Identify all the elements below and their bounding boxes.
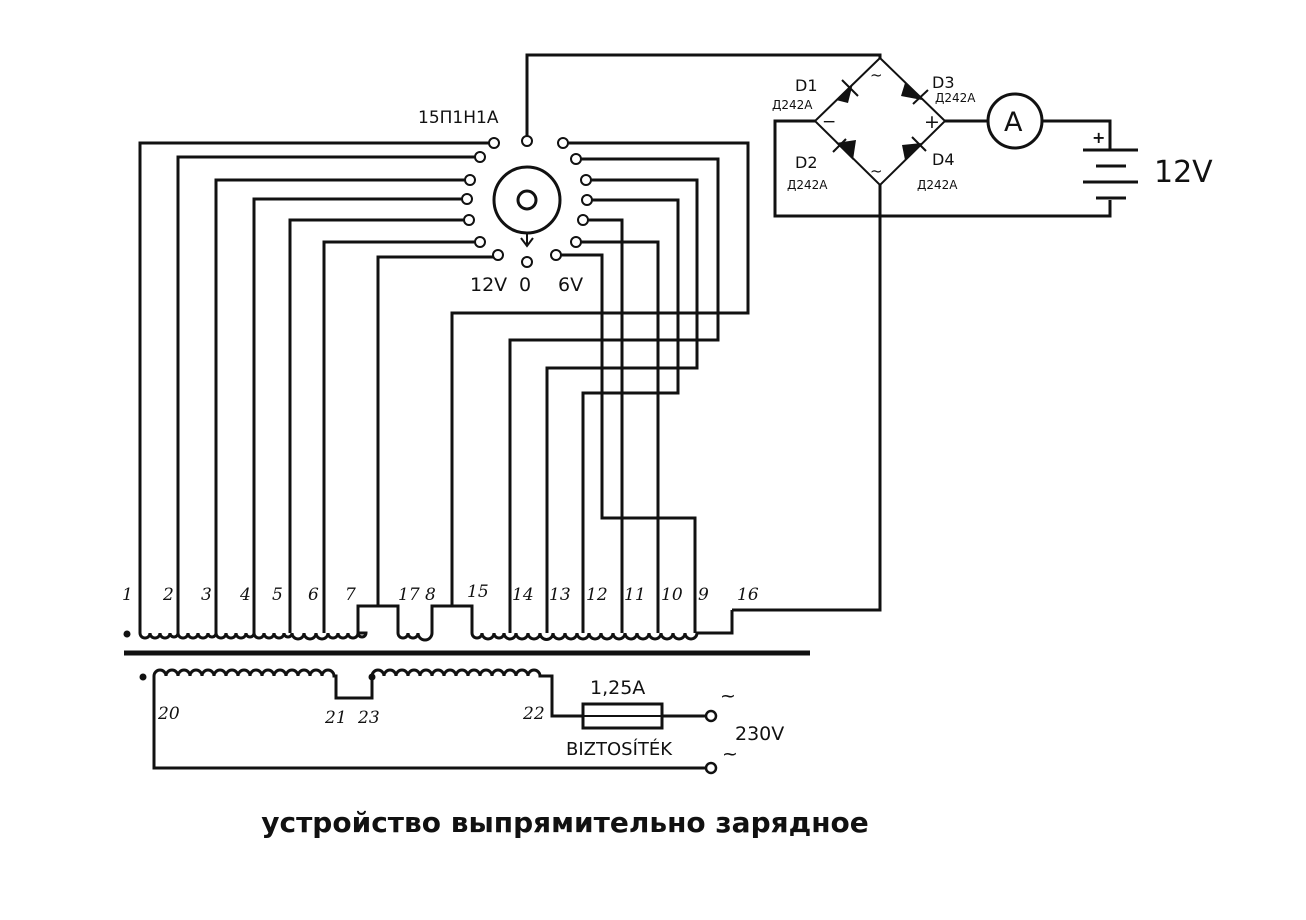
svg-text:5: 5: [272, 585, 283, 605]
svg-text:8: 8: [425, 585, 436, 605]
switch-pointer-icon: [520, 237, 534, 248]
switch-label: 15П1Н1А: [418, 108, 499, 128]
svg-text:D4: D4: [932, 150, 955, 169]
svg-text:D2: D2: [795, 153, 818, 172]
svg-text:1: 1: [122, 585, 133, 605]
secondary-tap-labels: 1 2 3 4 5 6 7 17 8 15 14 13 12 11 10 9 1…: [122, 582, 759, 605]
svg-text:20: 20: [157, 704, 180, 724]
fuse: 1,25A BIZTOSÍTÉK: [566, 677, 706, 760]
svg-text:10: 10: [661, 585, 683, 605]
mains-voltage: 230V: [735, 723, 784, 745]
diagram-caption: устройство выпрямительно зарядное: [261, 806, 869, 839]
svg-text:15: 15: [467, 582, 489, 602]
switch-pos-0: 0: [519, 274, 531, 296]
battery: + 12V: [1083, 128, 1213, 200]
mains-input: ~ ~ 230V: [704, 685, 784, 775]
svg-text:9: 9: [698, 585, 709, 605]
diode-bridge: ~ ~ − + D1 Д242А D2 Д242А D3 Д242А D4 Д2…: [772, 56, 976, 192]
svg-text:2: 2: [162, 585, 174, 605]
svg-text:Д242А: Д242А: [787, 178, 828, 192]
svg-text:13: 13: [549, 585, 571, 605]
mains-ac-icon-top: ~: [720, 685, 736, 707]
bridge-ac-top: ~: [870, 66, 883, 84]
battery-plus: +: [1092, 128, 1105, 147]
bridge-minus: −: [822, 112, 836, 132]
wires-right-taps: [450, 141, 750, 633]
diode-d4-icon: [902, 143, 922, 160]
svg-text:16: 16: [737, 585, 759, 605]
svg-text:12: 12: [586, 585, 608, 605]
switch-pos-6v: 6V: [558, 274, 583, 296]
secondary-winding: [123, 185, 882, 642]
svg-text:23: 23: [357, 708, 380, 728]
primary-winding: 20 21 23 22: [139, 668, 706, 770]
svg-text:Д242А: Д242А: [935, 91, 976, 105]
wire-tap16-to-bridge: [732, 185, 882, 612]
wire-ammeter-to-battery: [1042, 119, 1112, 143]
bridge-plus: +: [924, 111, 940, 133]
svg-text:22: 22: [522, 704, 545, 724]
switch-pos-12v: 12V: [470, 274, 507, 296]
switch-shaft: [516, 189, 538, 211]
diode-d3-icon: [901, 83, 922, 100]
svg-text:4: 4: [239, 585, 251, 605]
svg-text:D3: D3: [932, 73, 955, 92]
battery-voltage: 12V: [1154, 155, 1213, 190]
ammeter: A: [986, 92, 1044, 150]
svg-text:17: 17: [398, 585, 420, 605]
wire-negative: [773, 119, 1112, 218]
svg-text:11: 11: [624, 585, 646, 605]
svg-text:Д242А: Д242А: [772, 98, 813, 112]
svg-text:6: 6: [308, 585, 319, 605]
svg-text:3: 3: [201, 585, 212, 605]
wire-switch-to-bridge: [525, 53, 882, 136]
diode-d2-icon: [836, 140, 856, 160]
svg-text:21: 21: [324, 708, 347, 728]
rotary-switch: 12V 0 6V: [461, 135, 593, 296]
wire-primary-neutral: [152, 676, 706, 770]
switch-contacts: [461, 135, 593, 268]
svg-text:D1: D1: [795, 76, 818, 95]
diode-d1-icon: [836, 83, 853, 103]
svg-text:14: 14: [512, 585, 534, 605]
winding-dot: [123, 630, 131, 638]
mains-ac-icon-bottom: ~: [722, 743, 738, 765]
ammeter-symbol: A: [1004, 107, 1023, 138]
fuse-rating: 1,25A: [590, 677, 645, 699]
bridge-ac-bottom: ~: [870, 162, 883, 180]
wires-left-taps: [138, 141, 493, 633]
svg-text:Д242А: Д242А: [917, 178, 958, 192]
fuse-label: BIZTOSÍTÉK: [566, 738, 673, 760]
svg-text:7: 7: [345, 585, 356, 605]
